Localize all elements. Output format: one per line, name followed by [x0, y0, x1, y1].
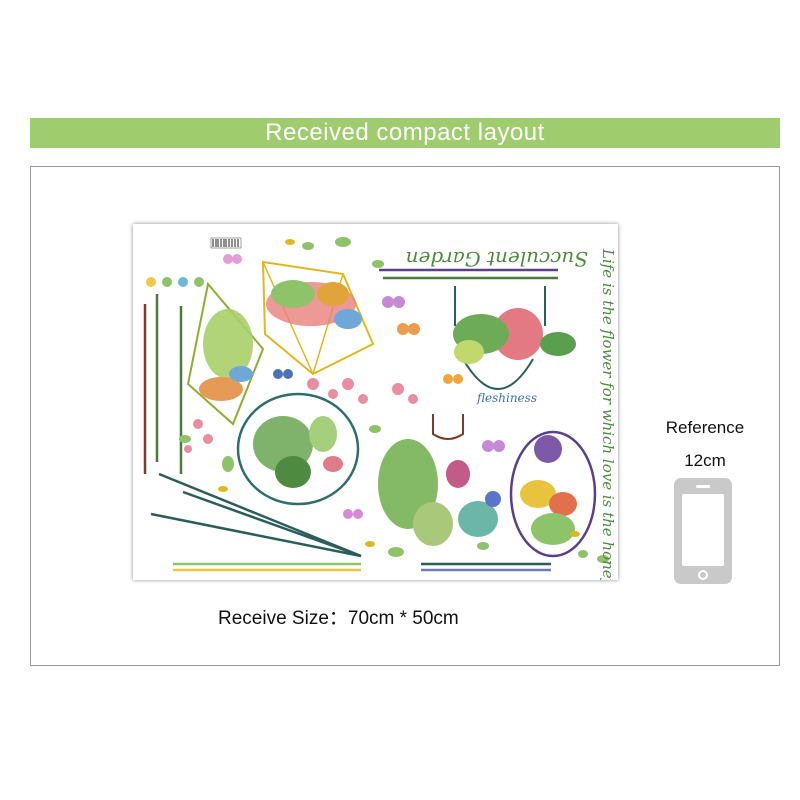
side-quote: Life is the flower for which love is the…	[599, 248, 617, 580]
pink-flower-cluster	[184, 378, 418, 453]
round-terrarium	[236, 392, 360, 506]
scattered-leaves	[179, 237, 609, 563]
sticker-artwork: fleshiness	[143, 237, 617, 580]
reference-title: Reference	[665, 418, 745, 437]
fern-plant-pot	[378, 439, 501, 546]
phone-home-button	[698, 570, 708, 580]
reference-size: 12cm	[684, 451, 726, 470]
oval-terrarium	[509, 430, 597, 558]
barcode-icon	[210, 237, 242, 249]
wall-sticker-sheet: fleshiness	[133, 224, 618, 580]
butterfly-icons	[223, 254, 505, 519]
pot-label: fleshiness	[476, 391, 537, 405]
bee-icons	[218, 239, 580, 547]
phone-speaker	[696, 485, 710, 488]
receive-size-label: Receive Size：70cm * 50cm	[218, 608, 459, 629]
small-hanging-pot	[432, 414, 464, 440]
yellow-terrarium	[261, 260, 375, 376]
hanging-basket-fleshiness	[453, 286, 576, 390]
green-terrarium	[186, 281, 265, 426]
smartphone-icon	[674, 478, 732, 584]
phone-screen	[682, 494, 724, 566]
banner-title: Received compact layout	[30, 118, 780, 148]
decorative-lines-left	[143, 268, 558, 572]
certification-badges	[146, 277, 204, 287]
sheet-heading: Succulent Garden	[406, 247, 588, 271]
